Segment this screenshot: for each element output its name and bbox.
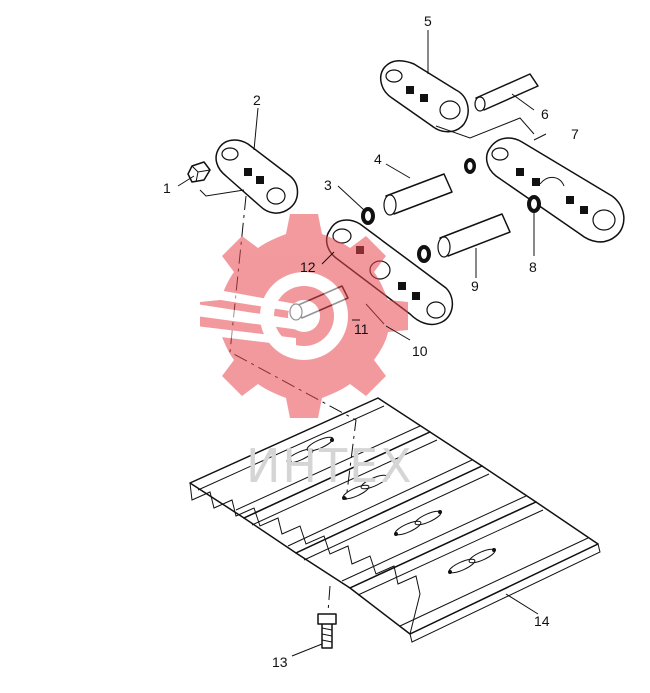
label-11: 11 — [354, 321, 369, 337]
part-6-pin — [474, 73, 539, 112]
seal-ring-lower — [417, 245, 431, 263]
part-3-seal — [361, 207, 375, 225]
part-7-link — [485, 137, 625, 243]
part-4-bushing — [383, 173, 453, 216]
label-9: 9 — [471, 278, 479, 294]
leader-lines — [177, 30, 547, 657]
label-12: 12 — [300, 259, 316, 275]
part-1-nut — [187, 161, 211, 183]
part-8-seal — [527, 195, 541, 213]
label-6: 6 — [541, 106, 549, 122]
label-3: 3 — [324, 177, 332, 193]
watermark-text: ИНТЕХ — [246, 439, 414, 493]
part-13-bolt — [317, 613, 337, 649]
seal-ring-upper — [464, 158, 476, 174]
label-8: 8 — [529, 259, 537, 275]
track-shoes — [189, 397, 601, 643]
label-5: 5 — [424, 13, 432, 29]
part-9-bushing — [437, 213, 511, 258]
label-2: 2 — [253, 92, 261, 108]
label-4: 4 — [374, 151, 382, 167]
part-5-link — [379, 60, 469, 133]
label-14: 14 — [534, 613, 550, 629]
part-2-link — [215, 139, 299, 214]
watermark-logo — [196, 214, 408, 418]
label-10: 10 — [412, 343, 428, 359]
label-1: 1 — [163, 180, 171, 196]
label-7: 7 — [571, 126, 579, 142]
label-13: 13 — [272, 654, 288, 670]
